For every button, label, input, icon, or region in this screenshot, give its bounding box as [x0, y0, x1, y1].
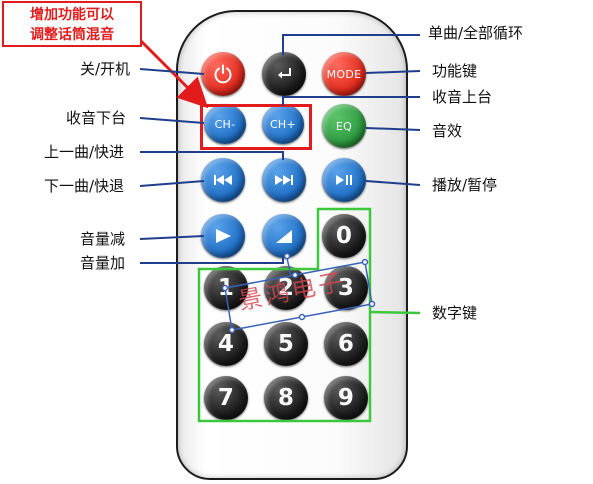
- digit-label: 8: [277, 385, 295, 411]
- digit-7-button[interactable]: 7: [204, 376, 248, 420]
- skip-previous-icon: [214, 175, 232, 185]
- next-button[interactable]: [262, 158, 306, 202]
- label-vol-down: 音量减: [80, 230, 126, 248]
- digit-5-button[interactable]: 5: [264, 322, 308, 366]
- prev-button[interactable]: [201, 158, 245, 202]
- annotation-line-2: 调整话筒混音: [30, 27, 114, 43]
- vol-down-button[interactable]: [201, 214, 245, 258]
- label-next: 下一曲/快退: [44, 177, 125, 195]
- annotation-line-1: 增加功能可以: [30, 7, 114, 23]
- triangle-right-icon: [216, 229, 231, 243]
- label-prev: 上一曲/快进: [44, 143, 125, 161]
- return-arrow-icon: [278, 68, 291, 79]
- label-mode: 功能键: [432, 62, 478, 80]
- loop-button[interactable]: [262, 52, 306, 96]
- label-ch-down: 收音下台: [66, 109, 127, 127]
- digit-6-button[interactable]: 6: [324, 322, 368, 366]
- label-eq: 音效: [432, 122, 463, 140]
- vol-up-button[interactable]: [262, 214, 306, 258]
- digit-label: 5: [277, 331, 295, 357]
- eq-button[interactable]: EQ: [322, 104, 366, 148]
- mode-button-label: MODE: [326, 67, 362, 81]
- label-single-all-loop: 单曲/全部循环: [428, 24, 524, 42]
- play-pause-button[interactable]: [322, 158, 366, 202]
- digit-9-button[interactable]: 9: [324, 376, 368, 420]
- label-vol-up: 音量加: [80, 254, 126, 272]
- eq-label: EQ: [335, 119, 353, 133]
- label-ch-up: 收音上台: [432, 88, 493, 106]
- ch-plus-button[interactable]: CH+: [262, 104, 304, 144]
- feature-annotation: 增加功能可以 调整话筒混音: [2, 1, 142, 47]
- ramp-icon: [276, 230, 292, 243]
- digit-8-button[interactable]: 8: [264, 376, 308, 420]
- ch-minus-button[interactable]: CH-: [204, 104, 246, 144]
- mode-button[interactable]: MODE: [322, 52, 366, 96]
- digit-0-button[interactable]: 0: [322, 214, 366, 258]
- digit-label: 1: [217, 275, 235, 301]
- play-pause-icon: [336, 175, 352, 185]
- digit-label: 4: [217, 331, 235, 357]
- label-play-pause: 播放/暂停: [432, 176, 498, 194]
- ch-minus-label: CH-: [214, 117, 236, 131]
- digit-label: 6: [337, 331, 355, 357]
- power-button[interactable]: [201, 52, 245, 96]
- label-power: 关/开机: [80, 60, 131, 78]
- digit-4-button[interactable]: 4: [204, 322, 248, 366]
- power-icon: [214, 64, 232, 84]
- digit-label: 7: [217, 385, 235, 411]
- ch-plus-label: CH+: [269, 117, 297, 131]
- digit-label: 9: [337, 385, 355, 411]
- label-digits: 数字键: [432, 304, 478, 322]
- digit-label: 0: [335, 223, 353, 249]
- ch-highlight-box: [200, 104, 312, 150]
- skip-next-icon: [275, 175, 293, 185]
